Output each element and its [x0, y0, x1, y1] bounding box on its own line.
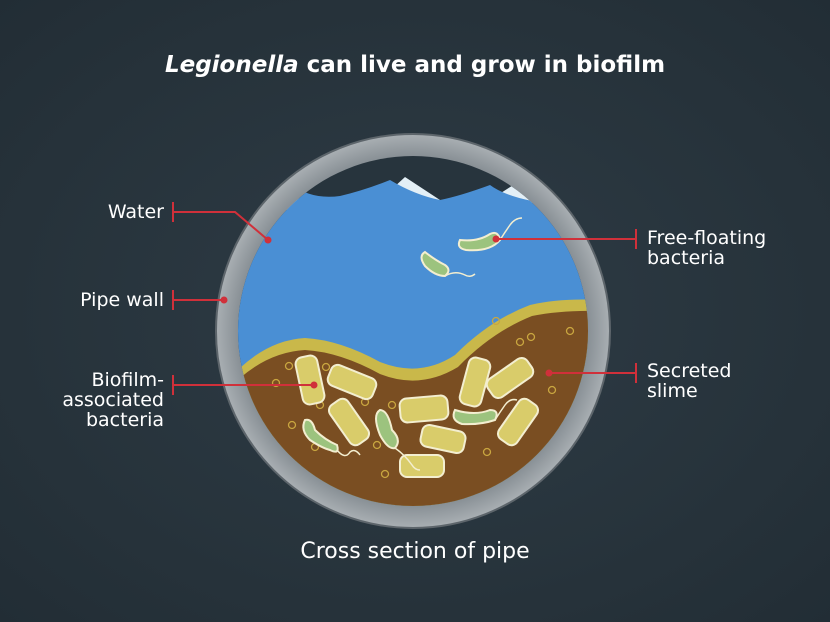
diagram-caption: Cross section of pipe: [300, 539, 530, 564]
label-free-floating: Free-floating bacteria: [647, 228, 766, 268]
slime-bubbles: [271, 316, 575, 479]
label-line: slime: [647, 380, 698, 402]
callout-lines: [172, 202, 637, 395]
callout-dots: [220, 235, 553, 389]
title-rest: can live and grow in biofilm: [298, 52, 666, 78]
label-pipe-wall: Pipe wall: [80, 289, 164, 311]
label-line: Secreted: [647, 360, 732, 382]
label-line: associated: [62, 389, 164, 411]
label-biofilm-bacteria: Biofilm- associated bacteria: [62, 370, 164, 430]
label-line: bacteria: [647, 247, 726, 269]
label-line: Free-floating: [647, 227, 767, 249]
label-line: bacteria: [85, 409, 164, 431]
diagram-title: Legionella can live and grow in biofilm: [0, 52, 830, 78]
label-water: Water: [107, 201, 164, 223]
label-secreted-slime: Secreted slime: [647, 361, 731, 401]
flagella: [336, 217, 523, 471]
biofilm-green-bacteria: [302, 231, 502, 453]
label-line: Biofilm-: [91, 369, 164, 391]
biofilm-rods: [294, 354, 540, 478]
title-italic: Legionella: [164, 52, 299, 78]
